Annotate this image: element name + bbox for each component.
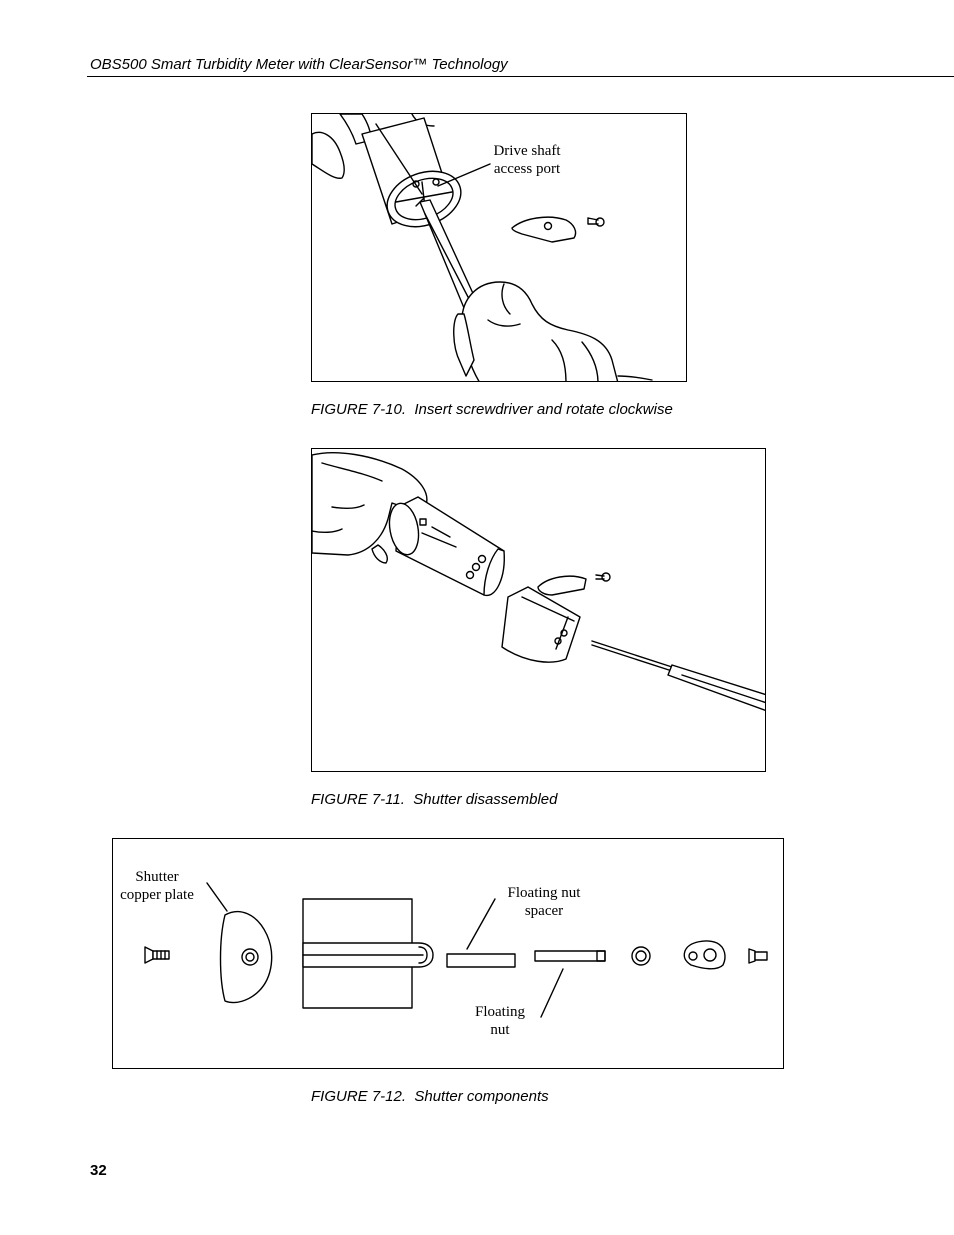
drive-shaft-access-port-label: Drive shaft access port [493,143,561,177]
header-rule [87,76,954,77]
figure-7-12-caption: FIGURE 7-12. Shutter components [311,1088,549,1105]
figure-7-11-illustration [311,448,766,772]
screwdriver-insert-drawing [312,114,653,381]
figure-7-12-illustration: Shutter copper plate Floating nut spacer… [112,838,784,1069]
floating-nut-label: Floating nut [474,1004,525,1038]
figure-7-10-caption: FIGURE 7-10. Insert screwdriver and rota… [311,401,673,418]
figure-7-11-caption: FIGURE 7-11. Shutter disassembled [311,791,558,808]
shutter-copper-plate-label: Shutter copper plate [120,869,194,903]
figure-7-10-illustration: Drive shaft access port [311,113,687,382]
running-header: OBS500 Smart Turbidity Meter with ClearS… [90,56,508,73]
shutter-components-drawing [144,882,768,1018]
shutter-disassembled-drawing [312,452,765,712]
page-number: 32 [90,1162,107,1179]
floating-nut-spacer-label: Floating nut spacer [507,885,581,919]
